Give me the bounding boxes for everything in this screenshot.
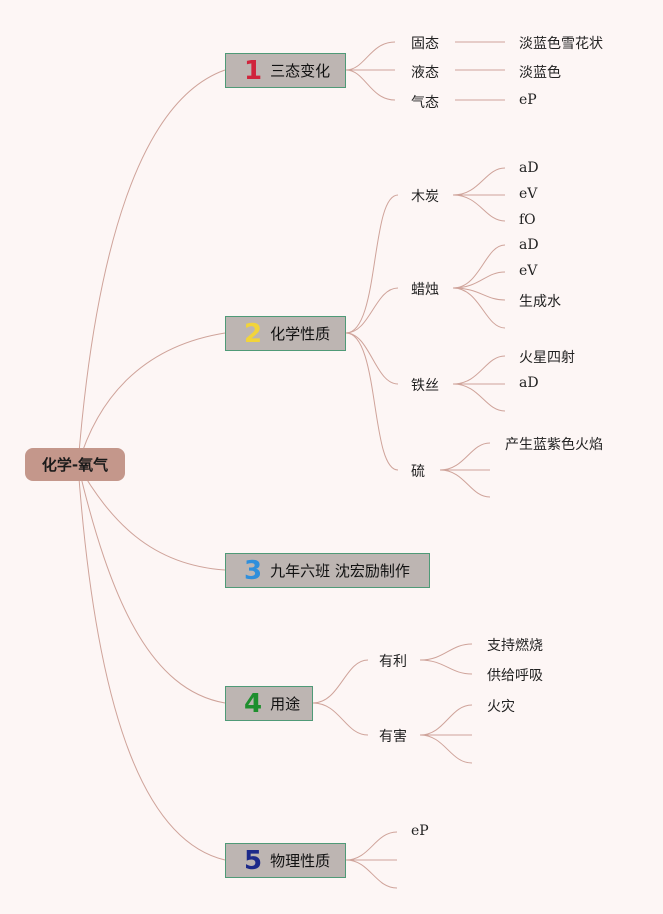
leaf-iron-1[interactable]: 火星四射 xyxy=(519,350,575,366)
leaf-charcoal-1[interactable]: aD xyxy=(519,160,539,176)
branch-5-label: 物理性质 xyxy=(270,852,331,870)
branch-4-topic[interactable]: 4 用途 xyxy=(225,686,313,721)
leaf-beneficial-1[interactable]: 支持燃烧 xyxy=(487,638,543,654)
branch-3-label: 九年六班 沈宏励制作 xyxy=(270,562,410,580)
root-topic[interactable]: 化学-氧气 xyxy=(25,448,125,481)
branch-4-number: 4 xyxy=(244,688,263,719)
branch-2-label: 化学性质 xyxy=(270,325,331,343)
subtopic-candle[interactable]: 蜡烛 xyxy=(411,282,439,298)
branch-4-label: 用途 xyxy=(270,695,301,713)
leaf-candle-2[interactable]: eV xyxy=(519,263,538,279)
subtopic-sulfur[interactable]: 硫 xyxy=(411,464,425,480)
leaf-charcoal-2[interactable]: eV xyxy=(519,186,538,202)
leaf-gas-desc[interactable]: eP xyxy=(519,92,537,108)
subtopic-charcoal[interactable]: 木炭 xyxy=(411,189,439,205)
leaf-sulfur-1[interactable]: 产生蓝紫色火焰 xyxy=(505,437,603,453)
leaf-candle-3[interactable]: 生成水 xyxy=(519,294,561,310)
leaf-iron-2[interactable]: aD xyxy=(519,375,539,391)
branch-3-number: 3 xyxy=(244,555,263,586)
branch-1-number: 1 xyxy=(244,55,263,86)
connector-root-b2 xyxy=(77,332,226,466)
branch-1-topic[interactable]: 1 三态变化 xyxy=(225,53,346,88)
leaf-candle-1[interactable]: aD xyxy=(519,237,539,253)
connector-root-b1 xyxy=(77,69,226,466)
subtopic-gas[interactable]: 气态 xyxy=(411,95,439,111)
branch-5-number: 5 xyxy=(244,845,263,876)
branch-1-label: 三态变化 xyxy=(270,62,331,80)
branch-2-number: 2 xyxy=(244,318,263,349)
branch-5-topic[interactable]: 5 物理性质 xyxy=(225,843,346,878)
leaf-physical-1[interactable]: eP xyxy=(411,823,429,839)
leaf-charcoal-3[interactable]: fO xyxy=(519,212,536,228)
leaf-harmful-1[interactable]: 火灾 xyxy=(487,699,515,715)
subtopic-solid[interactable]: 固态 xyxy=(411,36,439,52)
leaf-liquid-desc[interactable]: 淡蓝色 xyxy=(519,65,561,81)
subtopic-harmful[interactable]: 有害 xyxy=(379,729,407,745)
connector-root-b3 xyxy=(77,464,226,571)
subtopic-liquid[interactable]: 液态 xyxy=(411,65,439,81)
branch-2-topic[interactable]: 2 化学性质 xyxy=(225,316,346,351)
leaf-solid-desc[interactable]: 淡蓝色雪花状 xyxy=(519,36,603,52)
connector-root-b5 xyxy=(77,464,226,861)
subtopic-iron-wire[interactable]: 铁丝 xyxy=(411,378,439,394)
branch-3-topic[interactable]: 3 九年六班 沈宏励制作 xyxy=(225,553,430,588)
subtopic-beneficial[interactable]: 有利 xyxy=(379,654,407,670)
leaf-beneficial-2[interactable]: 供给呼吸 xyxy=(487,668,543,684)
connector-root-b4 xyxy=(77,464,226,704)
